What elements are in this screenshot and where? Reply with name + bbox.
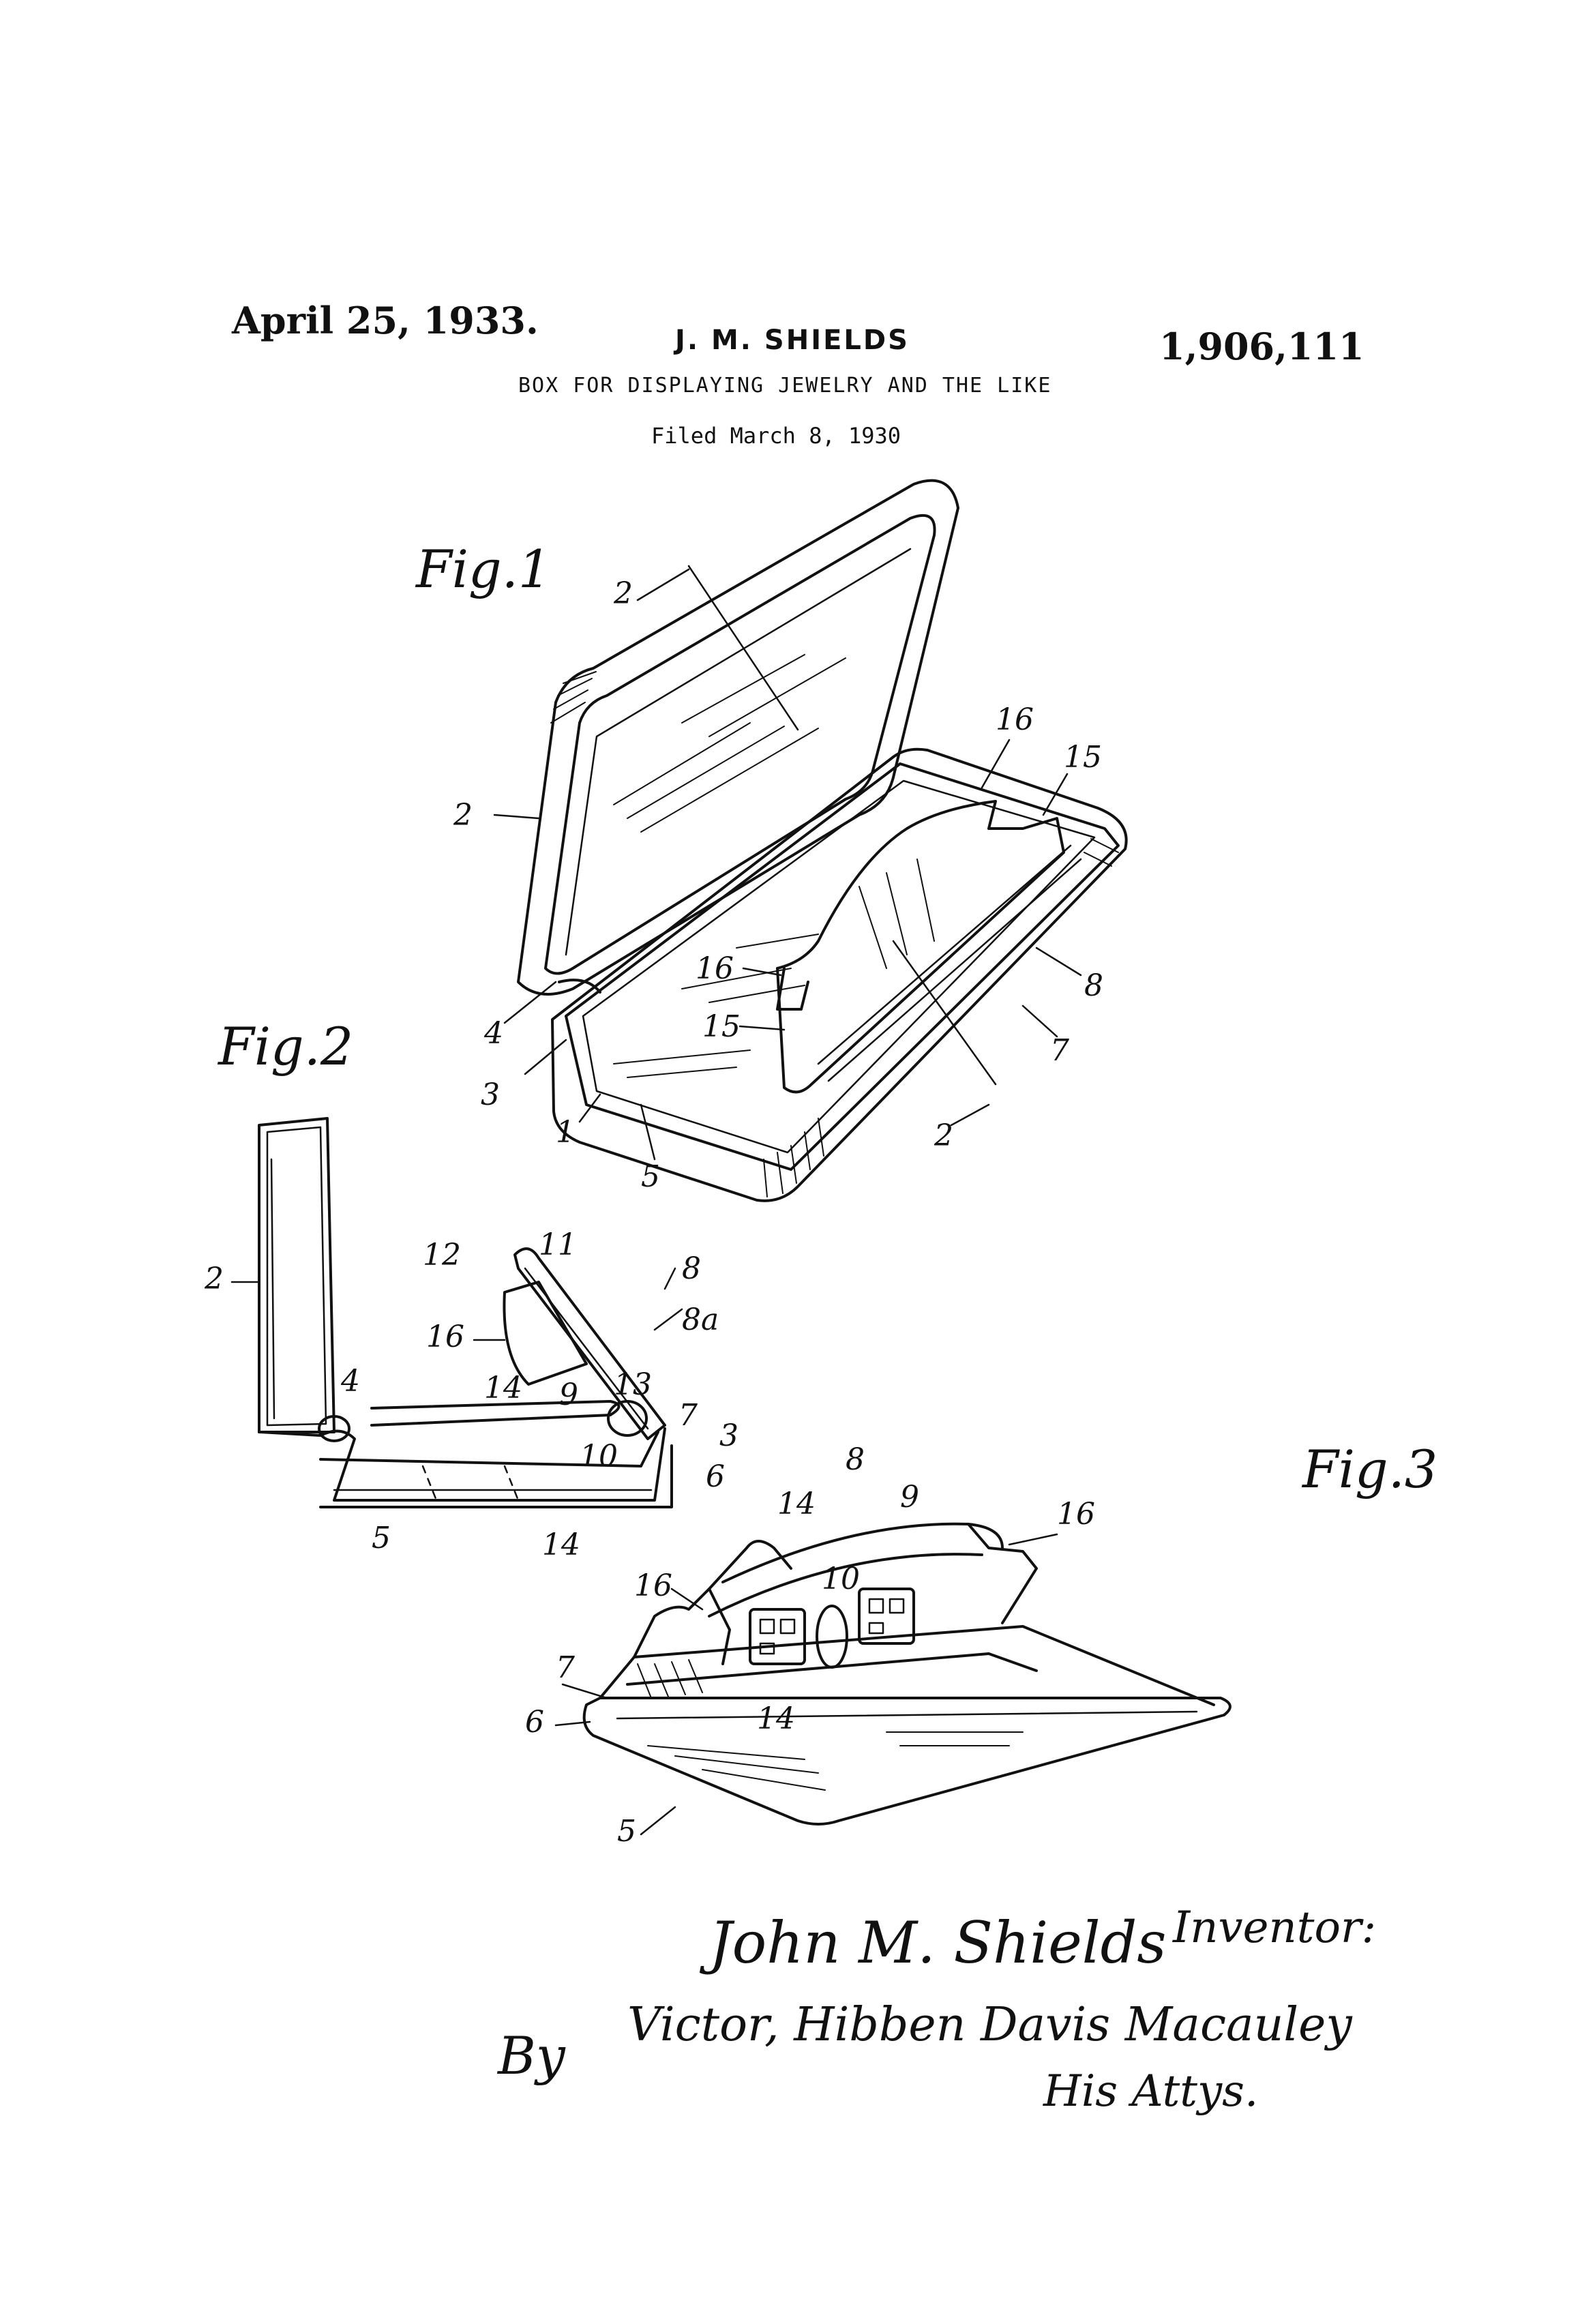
ref-numeral: 6	[706, 1459, 725, 1494]
figure-1-label: Fig.1	[416, 539, 552, 599]
filed-date: Filed March 8, 1930	[651, 423, 901, 449]
ref-numeral: 4	[484, 1016, 503, 1051]
ref-numeral: 14	[484, 1371, 522, 1405]
figure-3-drawing	[582, 1522, 1232, 1826]
ref-numeral: 1	[556, 1115, 575, 1150]
ref-numeral: 7	[556, 1650, 575, 1685]
patent-date: April 25, 1933.	[232, 299, 539, 342]
ref-numeral: 7	[1050, 1033, 1069, 1068]
figure-2-label: Fig.2	[218, 1016, 354, 1077]
ref-numeral: 10	[580, 1439, 618, 1474]
ref-numeral: 5	[372, 1521, 391, 1555]
ref-numeral: 2	[934, 1118, 953, 1153]
ref-numeral: 6	[525, 1705, 544, 1740]
figure-3-label: Fig.3	[1302, 1439, 1438, 1500]
ref-numeral: 10	[822, 1562, 860, 1596]
ref-numeral: 3	[719, 1418, 738, 1453]
ref-numeral: 9	[900, 1480, 919, 1515]
figure-1-drawing	[517, 479, 1128, 1202]
ref-numeral: 5	[617, 1814, 636, 1849]
ref-numeral: 8a	[682, 1302, 719, 1337]
inventor-signature: John M. Shields	[709, 1909, 1167, 1976]
ref-numeral: 15	[702, 1009, 741, 1044]
attorneys-label: His Attys.	[1043, 2066, 1259, 2117]
ref-numeral: 8	[846, 1442, 865, 1477]
ref-numeral: 13	[614, 1367, 652, 1402]
reference-leaders	[230, 568, 1082, 1836]
ref-numeral: 2	[205, 1262, 224, 1296]
ref-numeral: 16	[426, 1320, 464, 1354]
by-label: By	[498, 2025, 565, 2086]
ref-numeral: 2	[453, 798, 473, 833]
ref-numeral: 4	[341, 1364, 360, 1399]
patent-number: 1,906,111	[1159, 325, 1364, 368]
ref-numeral: 8	[1084, 968, 1103, 1003]
ref-numeral: 16	[696, 951, 734, 986]
ref-numeral: 15	[1064, 740, 1102, 775]
ref-numeral: 14	[757, 1701, 795, 1736]
patent-title: BOX FOR DISPLAYING JEWELRY AND THE LIKE	[518, 374, 1052, 398]
ref-numeral: 9	[559, 1377, 578, 1412]
inventor-name: J. M. SHIELDS	[675, 325, 910, 356]
ref-numeral: 16	[996, 702, 1034, 737]
ref-numeral: 5	[641, 1159, 660, 1194]
ref-numeral: 16	[1057, 1497, 1095, 1532]
inventor-label: Inventor:	[1173, 1903, 1377, 1953]
ref-numeral: 3	[481, 1077, 500, 1112]
ref-numeral: 8	[682, 1251, 701, 1286]
ref-numeral: 16	[634, 1568, 672, 1603]
ref-numeral: 7	[678, 1398, 698, 1433]
ref-numeral: 14	[542, 1528, 580, 1562]
ref-numeral: 12	[423, 1238, 461, 1272]
ref-numeral: 2	[614, 576, 633, 611]
figure-2-drawing	[258, 1117, 673, 1508]
attorney-signature: Victor, Hibben Davis Macauley	[627, 1998, 1352, 2052]
ref-numeral: 11	[539, 1227, 577, 1262]
ref-numeral: 14	[777, 1487, 816, 1521]
